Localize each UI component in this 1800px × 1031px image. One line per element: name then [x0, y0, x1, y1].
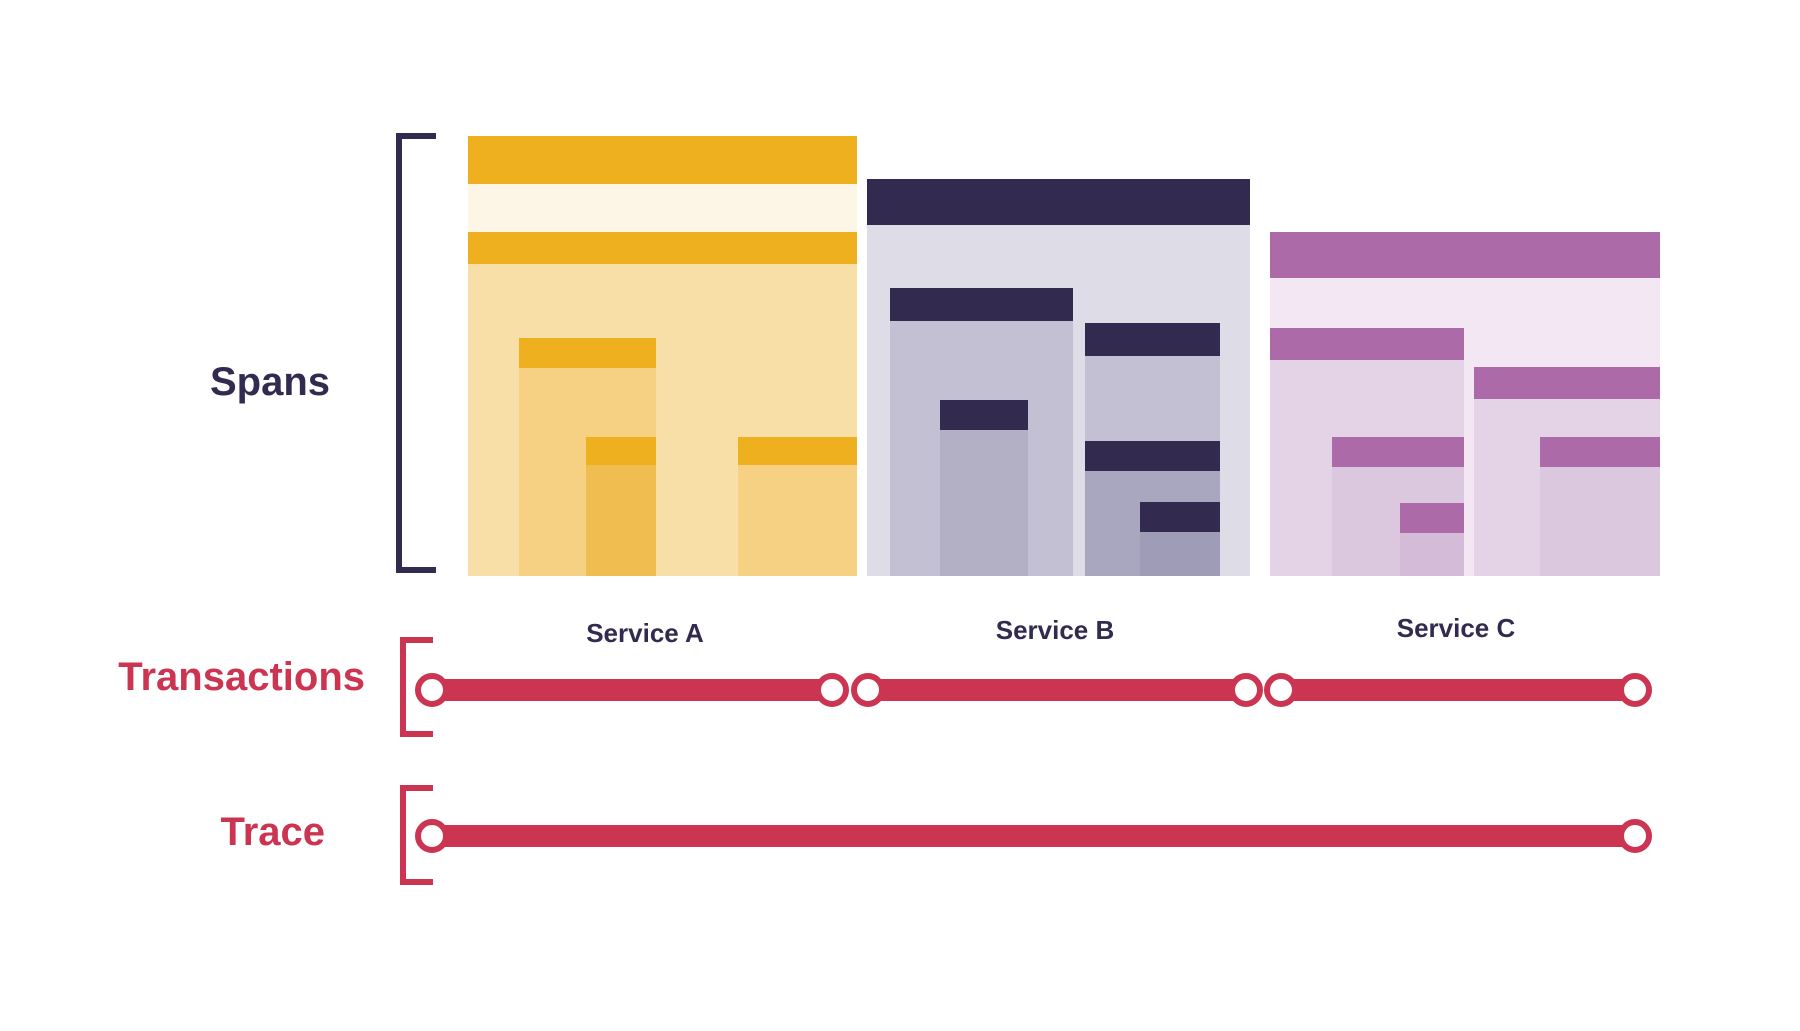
row-label-spans: Spans [209, 360, 330, 404]
spans-bracket [396, 133, 436, 573]
row-label-trace: Trace [220, 810, 325, 854]
trace-bracket [400, 785, 433, 885]
service-b-grandchild-span-1-body [940, 430, 1028, 576]
service-a-child-span-1-head [468, 232, 670, 264]
transaction-b-end-node[interactable] [1229, 673, 1263, 707]
trace-start-node[interactable] [415, 819, 449, 853]
service-c-grandchild-span-3-head [1400, 503, 1464, 533]
service-a-grandchild-span-2-head [586, 437, 656, 465]
service-c-grandchild-span-2[interactable] [1540, 437, 1660, 576]
transaction-a-bar[interactable] [432, 679, 832, 701]
service-c-root-span-head [1270, 232, 1660, 278]
service-b-grandchild-span-1[interactable] [940, 400, 1028, 576]
service-b-grandchild-span-3-head [1140, 502, 1220, 532]
service-b-caption: Service B [995, 615, 1115, 645]
service-a-grandchild-span-3[interactable] [738, 437, 857, 576]
transaction-b-start-node[interactable] [851, 673, 885, 707]
row-label-transactions: Transactions [118, 655, 365, 699]
service-a-grandchild-span-2[interactable] [586, 437, 656, 576]
service-c-child-span-2-head [1474, 367, 1660, 399]
service-b-child-span-2-head [1085, 323, 1220, 356]
service-c-grandchild-span-2-head [1540, 437, 1660, 467]
service-a-grandchild-span-2-body [586, 465, 656, 576]
transaction-b-bar[interactable] [868, 679, 1246, 701]
transaction-c-bar[interactable] [1281, 679, 1635, 701]
service-b-root-span-head [867, 179, 1250, 225]
service-b-grandchild-span-1-head [940, 400, 1028, 430]
transaction-a-start-node[interactable] [415, 673, 449, 707]
transaction-c-end-node[interactable] [1618, 673, 1652, 707]
service-b-grandchild-span-3[interactable] [1140, 502, 1220, 576]
service-b-grandchild-span-3-body [1140, 532, 1220, 576]
service-c-caption: Service C [1396, 613, 1516, 643]
service-c-grandchild-span-1-head [1332, 437, 1464, 467]
service-a-grandchild-span-3-head [738, 437, 857, 465]
service-a-grandchild-span-1-head [519, 338, 656, 368]
service-a-child-span-2-head [668, 232, 857, 264]
service-c-grandchild-span-3[interactable] [1400, 503, 1464, 576]
service-a-grandchild-span-3-body [738, 465, 857, 576]
service-c-grandchild-span-2-body [1540, 467, 1660, 576]
service-c-child-span-1-head [1270, 328, 1464, 360]
trace-end-node[interactable] [1618, 819, 1652, 853]
trace-span-bar[interactable] [432, 825, 1635, 847]
service-b-child-span-1-head [890, 288, 1073, 321]
service-a-caption: Service A [586, 618, 704, 648]
service-c-grandchild-span-3-body [1400, 533, 1464, 576]
transaction-c-start-node[interactable] [1264, 673, 1298, 707]
transaction-a-end-node[interactable] [815, 673, 849, 707]
transactions-bracket [400, 637, 433, 737]
service-a-root-span-head [468, 136, 857, 184]
service-b-grandchild-span-2-head [1085, 441, 1220, 471]
